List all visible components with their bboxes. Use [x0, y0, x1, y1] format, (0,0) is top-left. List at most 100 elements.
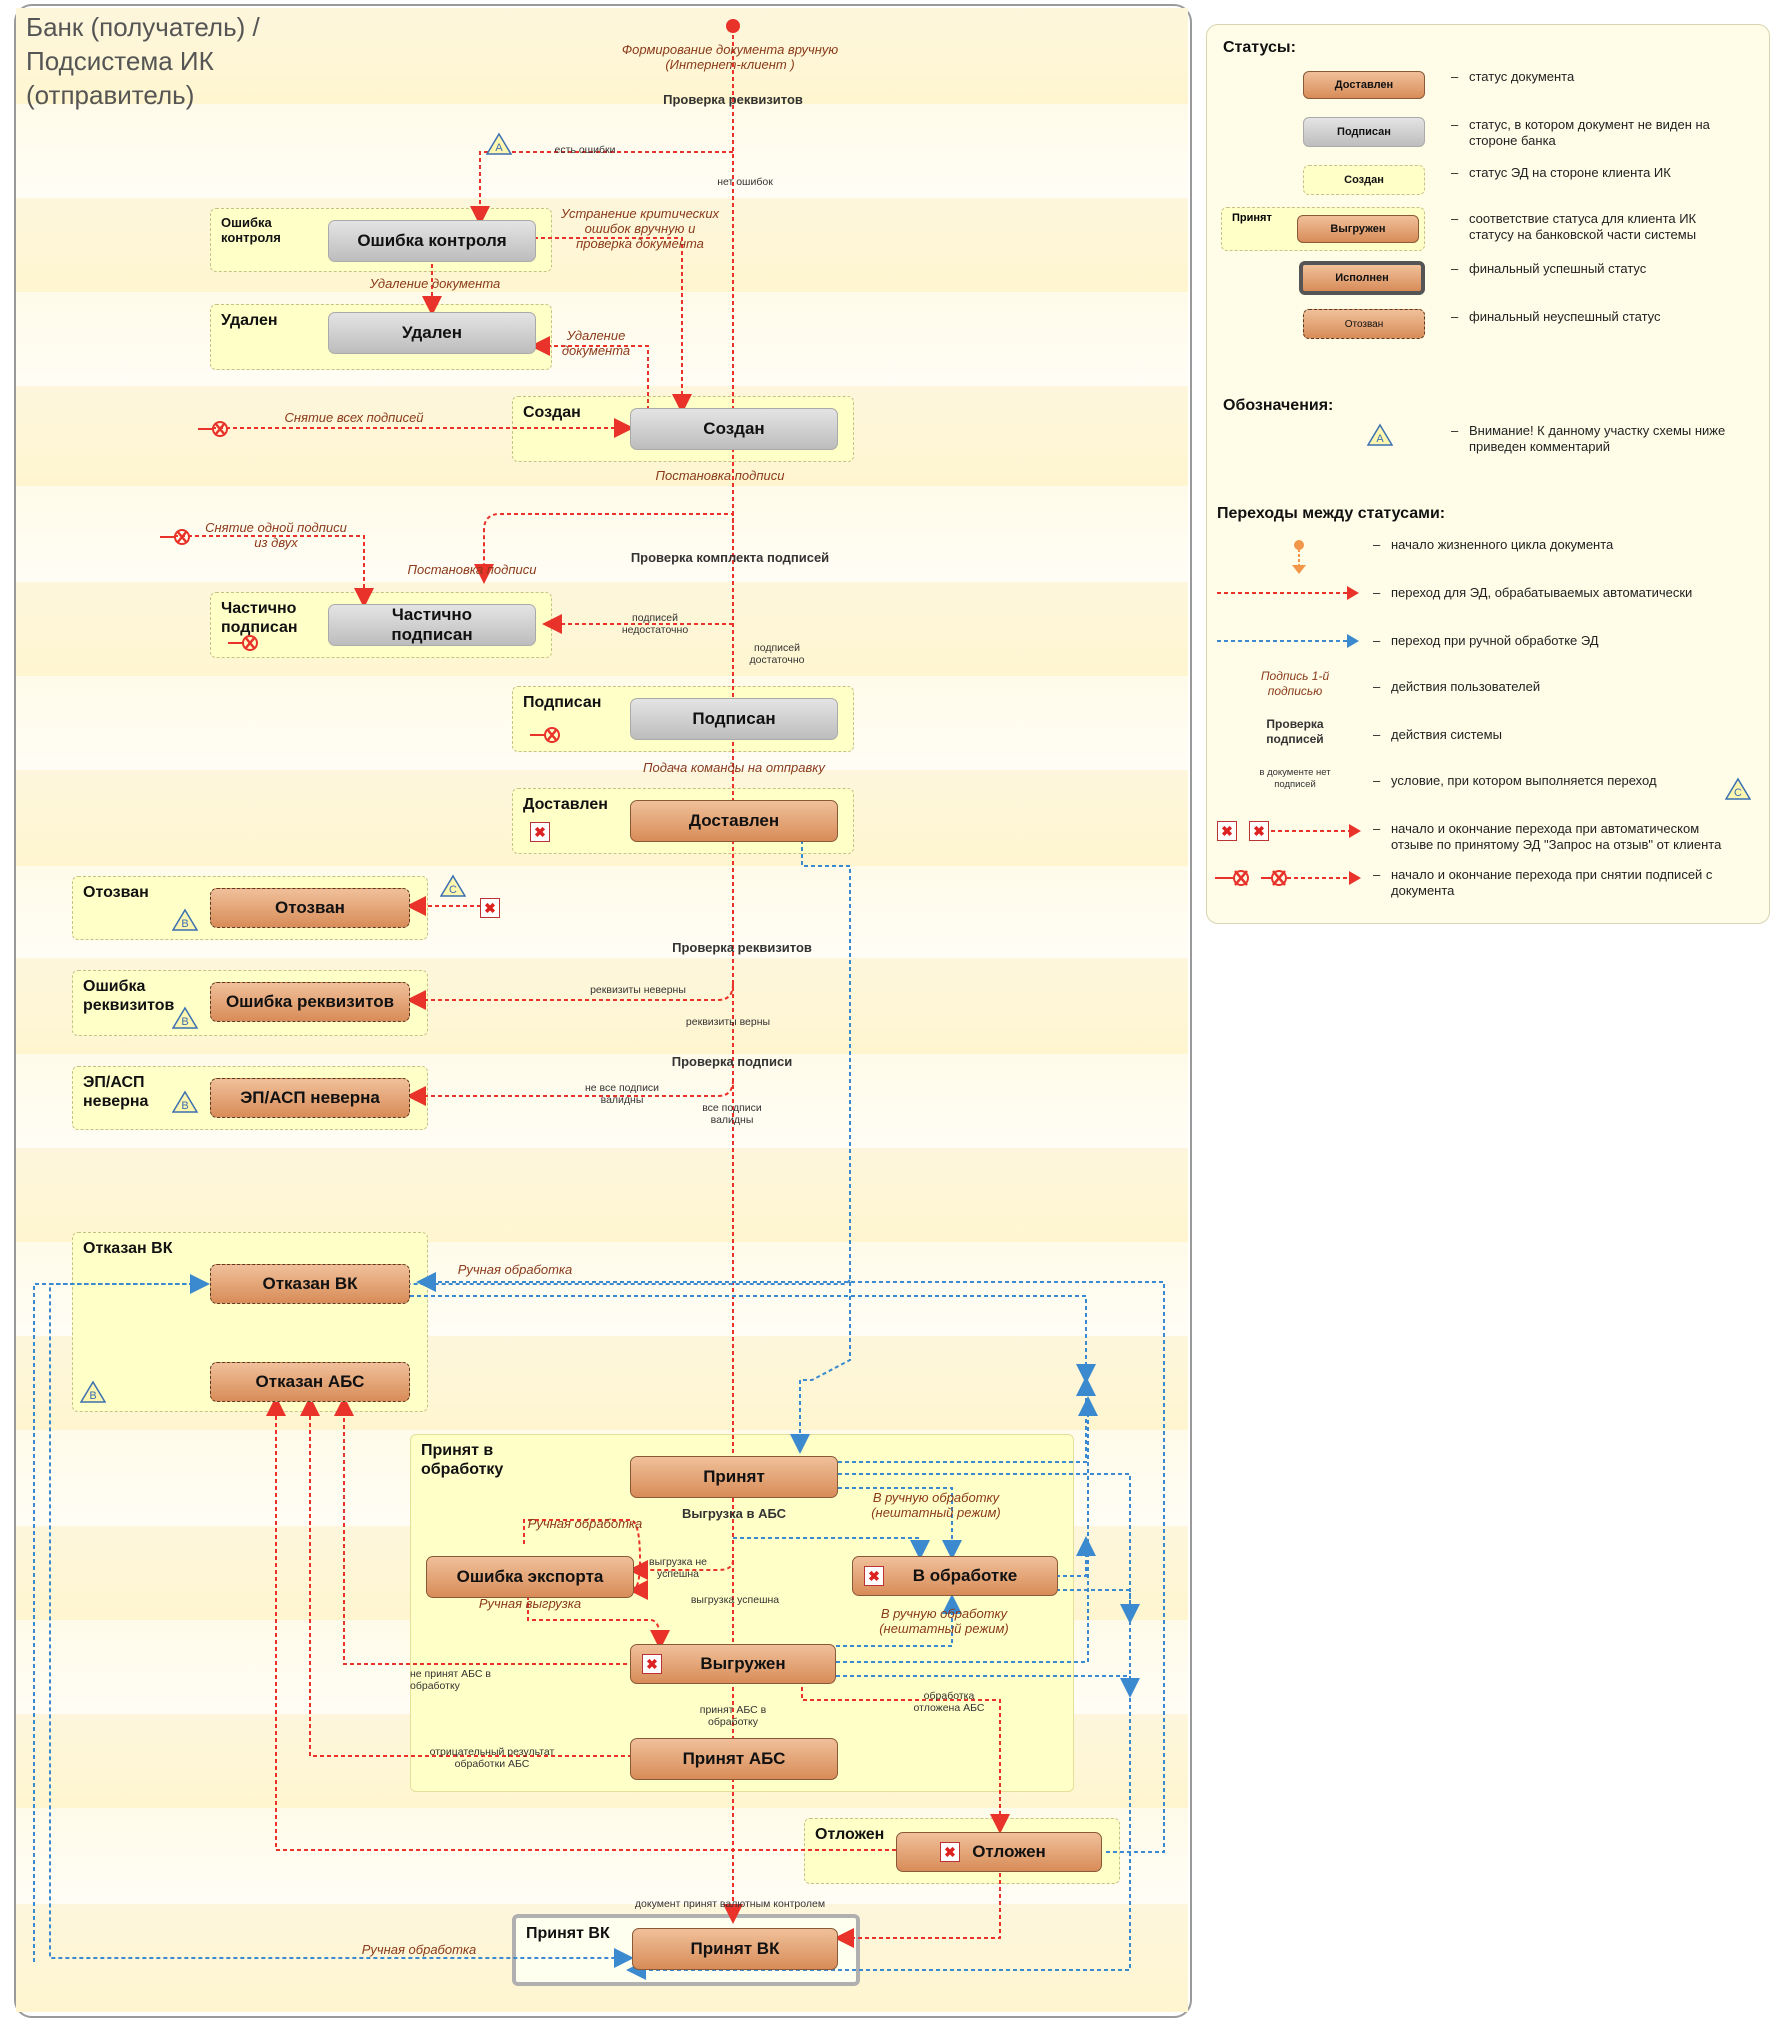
postponed-abs-arrow	[801, 1680, 1010, 1834]
recall-start-icon: ✖	[864, 1566, 884, 1586]
lane-band	[16, 486, 1188, 582]
recall-end-icon: ✖	[1249, 821, 1269, 841]
node-accepted-abs[interactable]: Принят АБС	[630, 1738, 838, 1780]
group-label: Отложен	[815, 1826, 885, 1843]
remove-one-sig-arrow	[174, 535, 374, 608]
node-delivered[interactable]: Доставлен	[630, 800, 838, 842]
recall-start-icon: ✖	[1217, 821, 1237, 841]
legend-transition-text: условие, при котором выполняется переход	[1391, 773, 1657, 788]
legend-dash: –	[1373, 585, 1381, 600]
label-negative-result: отрицательный результат обработки АБС	[429, 1746, 555, 1770]
accepted-to-proc-node-arrow	[838, 1487, 962, 1560]
key-remove-icon	[198, 421, 228, 437]
manual-transition-icon	[1217, 634, 1359, 648]
legend-dash: –	[1451, 165, 1459, 180]
legend-swatch-signed: Подписан	[1303, 117, 1425, 147]
group-label: Принят в обработку	[421, 1442, 504, 1478]
group-label: Ошибка реквизитов	[83, 978, 175, 1014]
node-rejected-abs[interactable]: Отказан АБС	[210, 1362, 410, 1402]
auto-transition-icon	[1217, 586, 1359, 600]
label-send-cmd: Подача команды на отправку	[643, 760, 825, 775]
node-accepted[interactable]: Принят	[630, 1456, 838, 1498]
group-label: ЭП/АСП неверна	[83, 1074, 149, 1110]
lane-band	[16, 1148, 1188, 1242]
legend-swatch-exported: Выгружен	[1297, 215, 1419, 243]
label-export-abs: Выгрузка в АБС	[681, 1506, 787, 1521]
node-created[interactable]: Создан	[630, 408, 838, 450]
svg-text:A: A	[1376, 433, 1384, 445]
node-error-control[interactable]: Ошибка контроля	[328, 220, 536, 262]
warning-b-icon: B	[172, 908, 198, 931]
legend-notation-title: Обозначения:	[1223, 397, 1334, 414]
node-req-error[interactable]: Ошибка реквизитов	[210, 982, 410, 1022]
label-not-all-valid: не все подписи валидны	[584, 1082, 660, 1106]
label-accepted-abs-proc: принят АБС в обработку	[699, 1704, 767, 1728]
label-delete-doc2: Удаление документа	[561, 328, 631, 358]
node-accepted-vk[interactable]: Принят ВК	[632, 1928, 838, 1970]
legend-dash: –	[1451, 117, 1459, 132]
legend-dash: –	[1373, 679, 1381, 694]
legend-sample-system: Проверка подписей	[1266, 717, 1324, 746]
node-rejected-vk[interactable]: Отказан ВК	[210, 1264, 410, 1304]
warning-c-icon: C	[440, 874, 466, 897]
recall-start-icon: ✖	[642, 1654, 662, 1674]
legend-sample-user: Подпись 1-й подписью	[1260, 669, 1330, 698]
label-fix-errors: Устранение критических ошибок вручную и …	[560, 206, 720, 251]
export-to-proc-arrow	[733, 1537, 930, 1560]
node-exported[interactable]: Выгружен	[630, 1644, 836, 1684]
error-branch-arrow	[470, 151, 733, 226]
legend-status-text: соответствие статуса для клиента ИК стат…	[1469, 211, 1697, 242]
label-export-failed: выгрузка не успешна	[649, 1556, 707, 1580]
legend-mapping-prefix: Принят	[1232, 212, 1272, 224]
node-postponed[interactable]: Отложен	[896, 1832, 1102, 1872]
key-remove-transition-icon	[1261, 870, 1361, 886]
legend-swatch-created: Создан	[1303, 165, 1425, 195]
group-label: Отказан ВК	[83, 1240, 173, 1257]
warning-a-icon: A	[1367, 423, 1393, 446]
key-remove-icon	[228, 635, 258, 651]
group-label: Удален	[221, 312, 278, 329]
node-export-error[interactable]: Ошибка экспорта	[426, 1556, 634, 1598]
label-manual-creation: Формирование документа вручную (Интернет…	[621, 42, 839, 72]
created-to-deleted-arrow	[530, 336, 649, 410]
node-ep-invalid[interactable]: ЭП/АСП неверна	[210, 1078, 410, 1118]
label-sigs-sufficient: подписей достаточно	[749, 642, 805, 666]
node-recalled[interactable]: Отозван	[210, 888, 410, 928]
label-manual-processing2: Ручная обработка	[527, 1516, 643, 1531]
label-check-req: Проверка реквизитов	[663, 92, 803, 107]
legend-transition-text: действия пользователей	[1391, 679, 1541, 694]
legend-transition-text: переход при ручной обработке ЭД	[1391, 633, 1599, 648]
group-label: Принят ВК	[526, 1925, 610, 1942]
legend-swatch-executed: Исполнен	[1299, 261, 1425, 295]
label-delete-doc: Удаление документа	[369, 276, 501, 291]
label-req-invalid: реквизиты неверны	[590, 984, 686, 996]
recall-start-icon: ✖	[530, 822, 550, 842]
node-partial[interactable]: Частично подписан	[328, 604, 536, 646]
lane-band	[16, 104, 1188, 198]
key-remove-icon	[530, 727, 560, 743]
req-invalid-arrow	[406, 983, 734, 1010]
legend-dash: –	[1373, 633, 1381, 648]
node-processing[interactable]: В обработке	[852, 1556, 1058, 1596]
legend-status-text: статус, в котором документ не виден на с…	[1469, 117, 1710, 148]
node-deleted[interactable]: Удален	[328, 312, 536, 354]
legend-status-text: финальный неуспешный статус	[1469, 309, 1661, 324]
sign-loop-arrow	[474, 513, 734, 584]
legend-dash: –	[1451, 423, 1459, 438]
legend-swatch-recalled: Отозван	[1303, 309, 1425, 339]
group-label: Создан	[523, 404, 581, 421]
label-has-errors: есть ошибки	[554, 144, 616, 156]
label-manual-processing: Ручная обработка	[457, 1262, 573, 1277]
label-req-valid: реквизиты верны	[685, 1016, 771, 1028]
manual-to-rejected-vk-arrow	[49, 1279, 851, 1968]
manual-from-rejected-vk-arrow	[33, 1274, 210, 1962]
legend-swatch-delivered: Доставлен	[1303, 71, 1425, 99]
processing-manual-arrow	[626, 1589, 1131, 1980]
delivered-to-accepted-arrow	[790, 840, 851, 1454]
recall-start-icon: ✖	[940, 1842, 960, 1862]
postponed-to-rejected-arrow	[266, 1396, 896, 1851]
warning-b-icon: B	[80, 1380, 106, 1403]
legend-dash: –	[1373, 727, 1381, 742]
node-signed[interactable]: Подписан	[630, 698, 838, 740]
legend-transition-text: действия системы	[1391, 727, 1502, 742]
